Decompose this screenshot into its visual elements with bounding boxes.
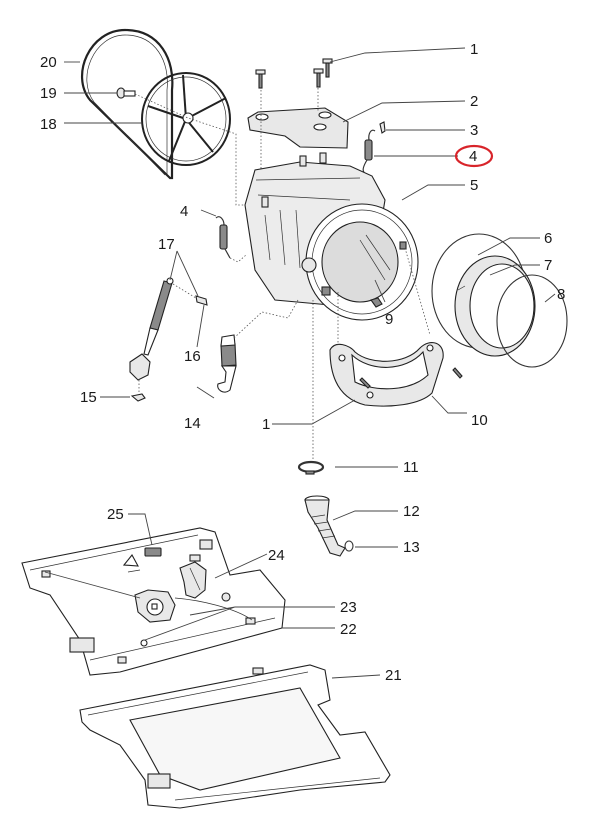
shock-absorber[interactable] xyxy=(129,277,174,392)
callout-4b: 4 xyxy=(180,203,188,220)
tub[interactable] xyxy=(244,152,419,321)
callout-6: 6 xyxy=(544,230,552,247)
counterweight[interactable] xyxy=(329,342,444,407)
callout-2: 2 xyxy=(470,93,478,110)
leader-lines xyxy=(44,47,556,679)
callout-7: 7 xyxy=(544,257,552,274)
callout-14: 14 xyxy=(184,415,201,432)
door-seal-clamp-ring[interactable] xyxy=(496,274,568,368)
float-switch[interactable] xyxy=(179,561,207,599)
callout-12: 12 xyxy=(403,503,420,520)
callout-labels: 1 2 3 4 5 6 7 8 9 10 1 11 12 13 14 15 16… xyxy=(40,41,565,684)
drain-hose[interactable] xyxy=(304,495,346,557)
callout-9: 9 xyxy=(385,311,393,328)
callout-1b: 1 xyxy=(262,416,270,433)
callout-21: 21 xyxy=(385,667,402,684)
pulley-bolt[interactable] xyxy=(116,87,136,99)
callout-13: 13 xyxy=(403,539,420,556)
callout-1a: 1 xyxy=(470,41,478,58)
air-chamber-hose[interactable] xyxy=(217,334,237,393)
callout-4-highlighted[interactable]: 4 xyxy=(469,148,477,165)
callout-17: 17 xyxy=(158,236,175,253)
micro-switch[interactable] xyxy=(122,547,162,573)
callout-20: 20 xyxy=(40,54,57,71)
callout-25: 25 xyxy=(107,506,124,523)
suspension-spring-right[interactable] xyxy=(362,129,376,173)
callout-18: 18 xyxy=(40,116,57,133)
tub-bracket-screw[interactable] xyxy=(255,58,333,89)
spring-clip[interactable] xyxy=(379,121,386,134)
callout-23: 23 xyxy=(340,599,357,616)
callout-16: 16 xyxy=(184,348,201,365)
highlight-ellipse xyxy=(454,144,494,168)
callout-22: 22 xyxy=(340,621,357,638)
callout-11: 11 xyxy=(403,459,419,476)
callout-5: 5 xyxy=(470,177,478,194)
drum-pulley[interactable] xyxy=(141,72,231,166)
damper-pin[interactable] xyxy=(195,295,208,306)
callout-19: 19 xyxy=(40,85,57,102)
callout-8: 8 xyxy=(557,286,565,303)
damper-clip[interactable] xyxy=(130,393,146,402)
drain-pump-housing[interactable] xyxy=(134,589,176,623)
drum-paddle[interactable] xyxy=(370,297,383,308)
base-plate[interactable] xyxy=(79,664,391,809)
callout-3: 3 xyxy=(470,122,478,139)
door-gasket[interactable] xyxy=(454,255,536,357)
callout-24: 24 xyxy=(268,547,285,564)
suspension-spring-left[interactable] xyxy=(215,216,231,259)
o-ring[interactable] xyxy=(344,540,354,552)
tub-top-bracket[interactable] xyxy=(247,107,349,149)
hose-clamp[interactable] xyxy=(297,460,325,475)
callout-10: 10 xyxy=(471,412,488,429)
counterweight-screw[interactable] xyxy=(359,367,463,389)
callout-15: 15 xyxy=(80,389,97,406)
